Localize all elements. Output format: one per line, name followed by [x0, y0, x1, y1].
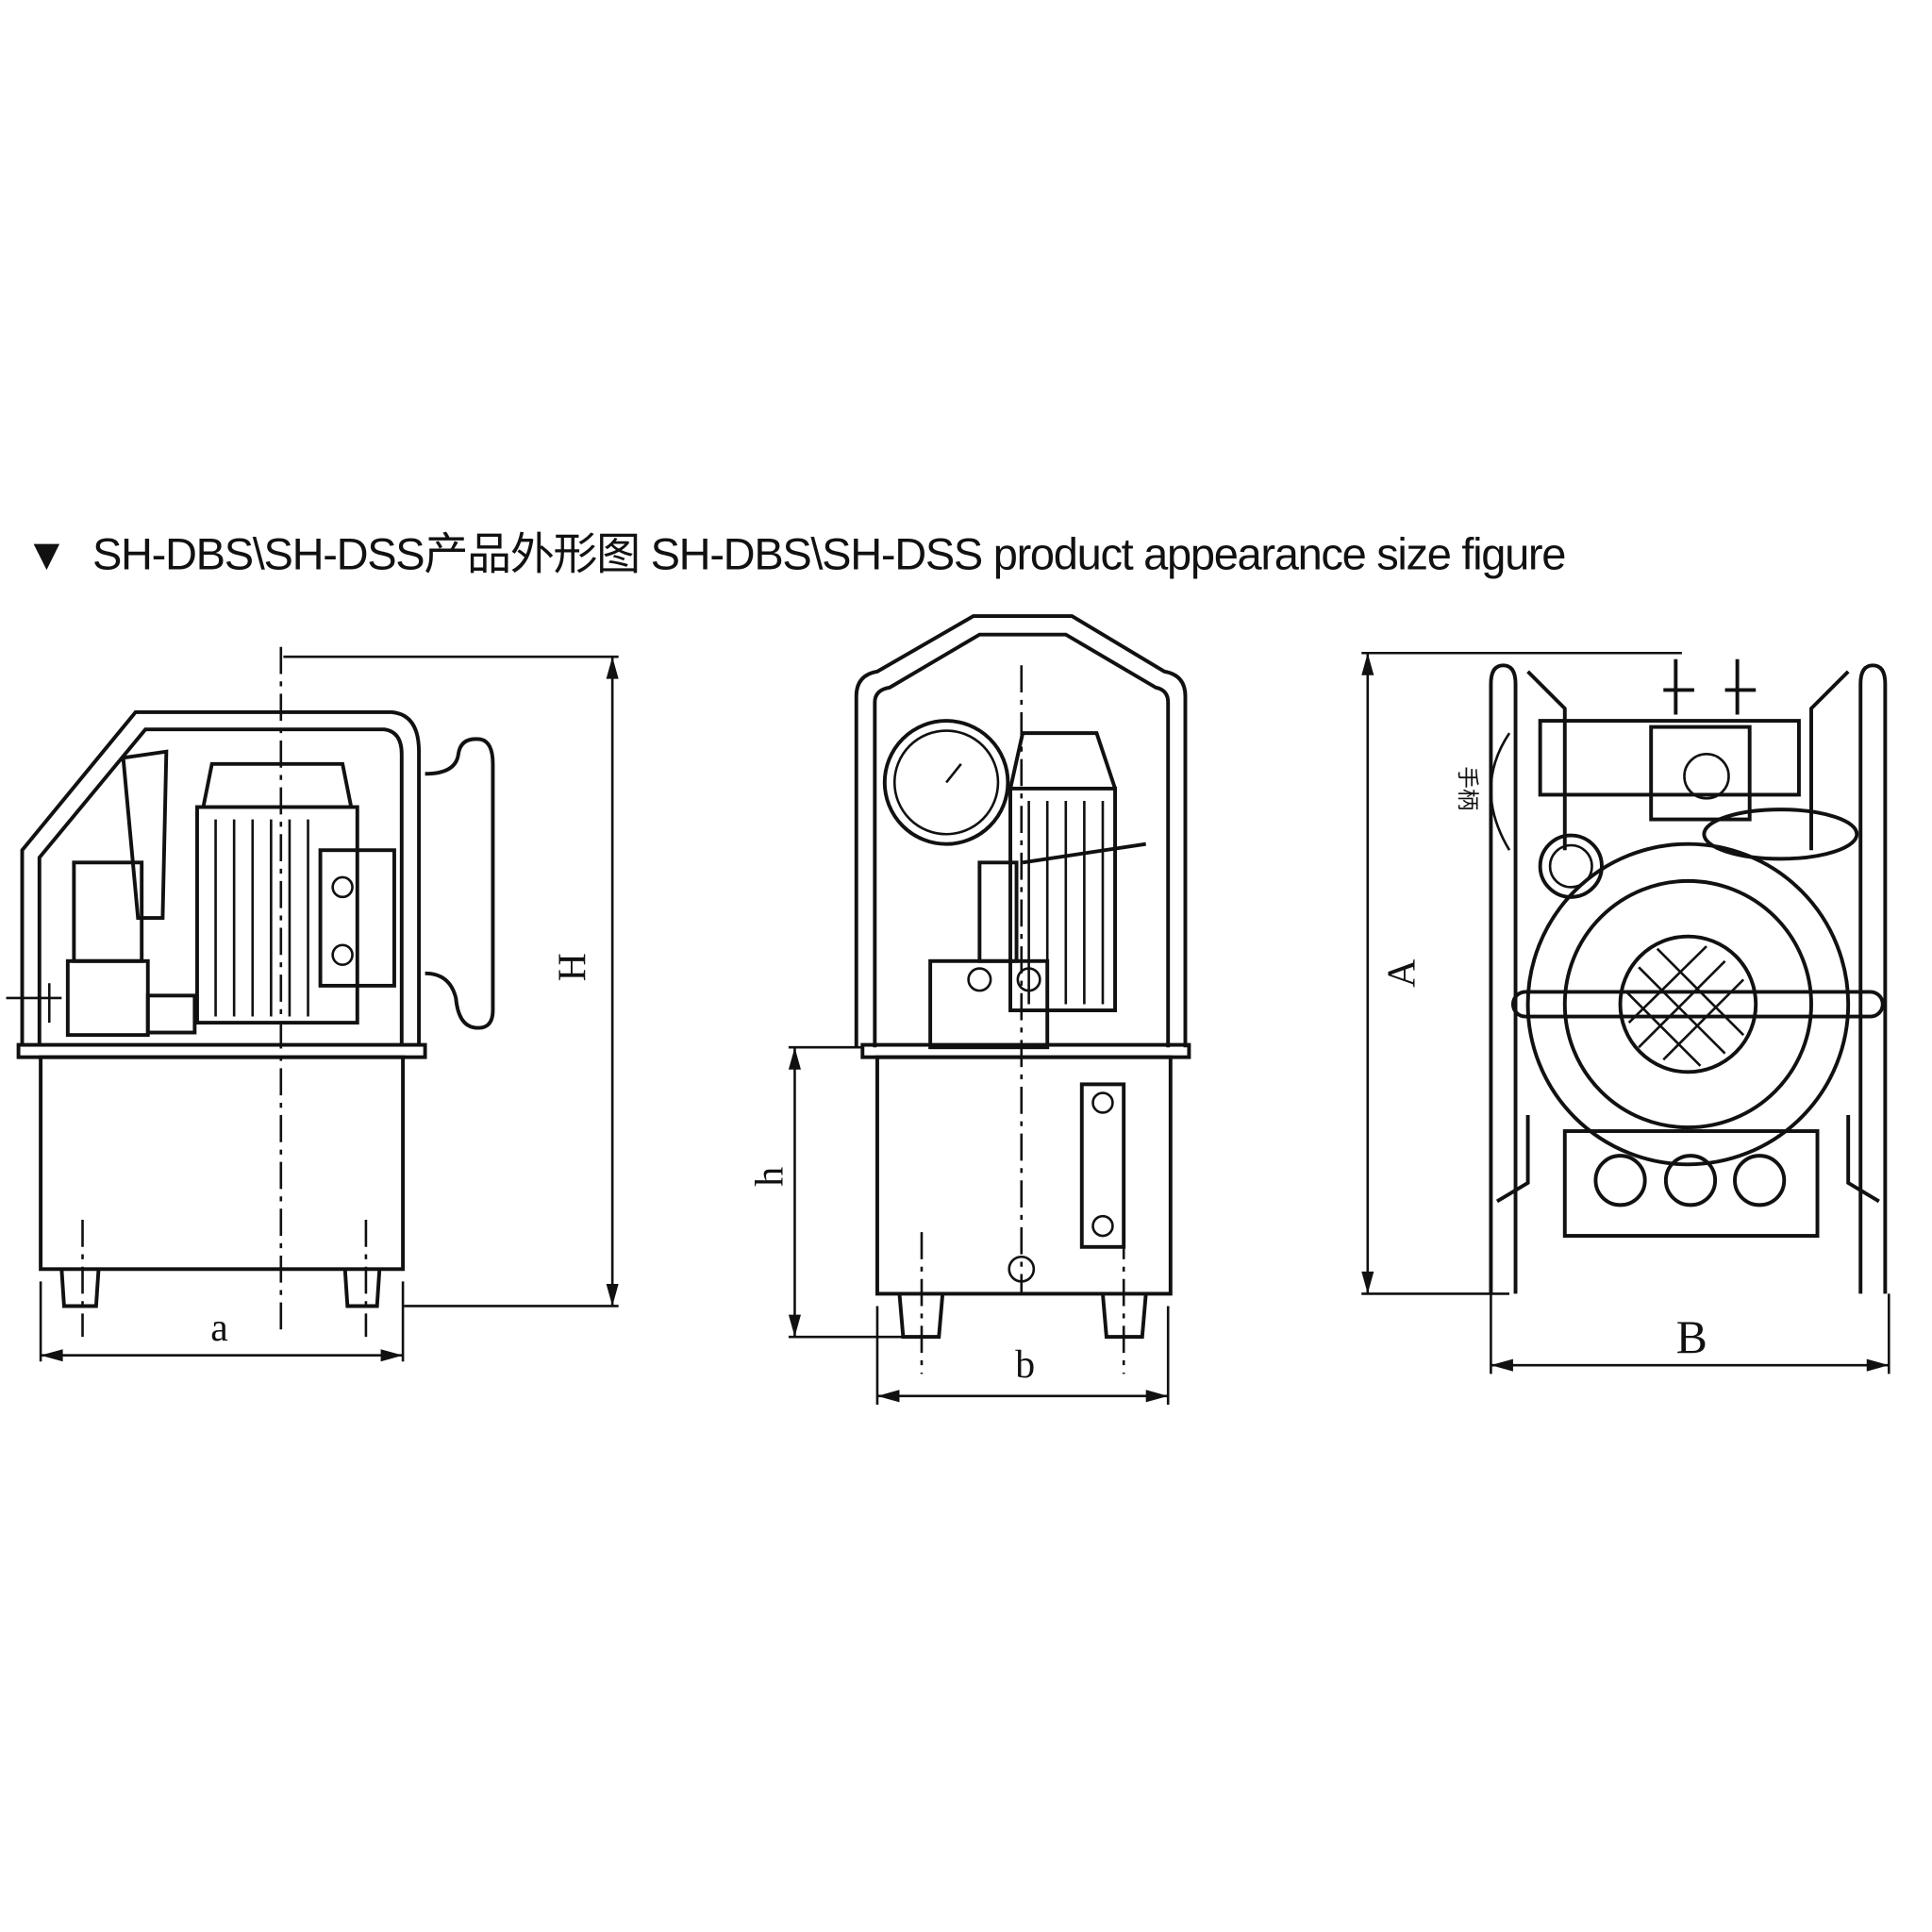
dimension-label-A: A: [1380, 959, 1424, 988]
front-view: h b: [748, 614, 1191, 1405]
dimension-label-a: a: [210, 1307, 228, 1350]
top-view: 手柄 A B: [1361, 651, 1890, 1374]
dimension-label-H: H: [551, 953, 594, 981]
dimension-label-b: b: [1015, 1343, 1035, 1387]
title-marker: ▼: [25, 528, 67, 578]
dimension-label-h: h: [748, 1167, 791, 1187]
page-title: SH-DBS\SH-DSS产品外形图 SH-DBS\SH-DSS product…: [92, 528, 1565, 578]
dimension-label-B: B: [1676, 1311, 1707, 1363]
handle-note: 手柄: [1455, 766, 1480, 810]
side-view: H a: [6, 646, 619, 1362]
